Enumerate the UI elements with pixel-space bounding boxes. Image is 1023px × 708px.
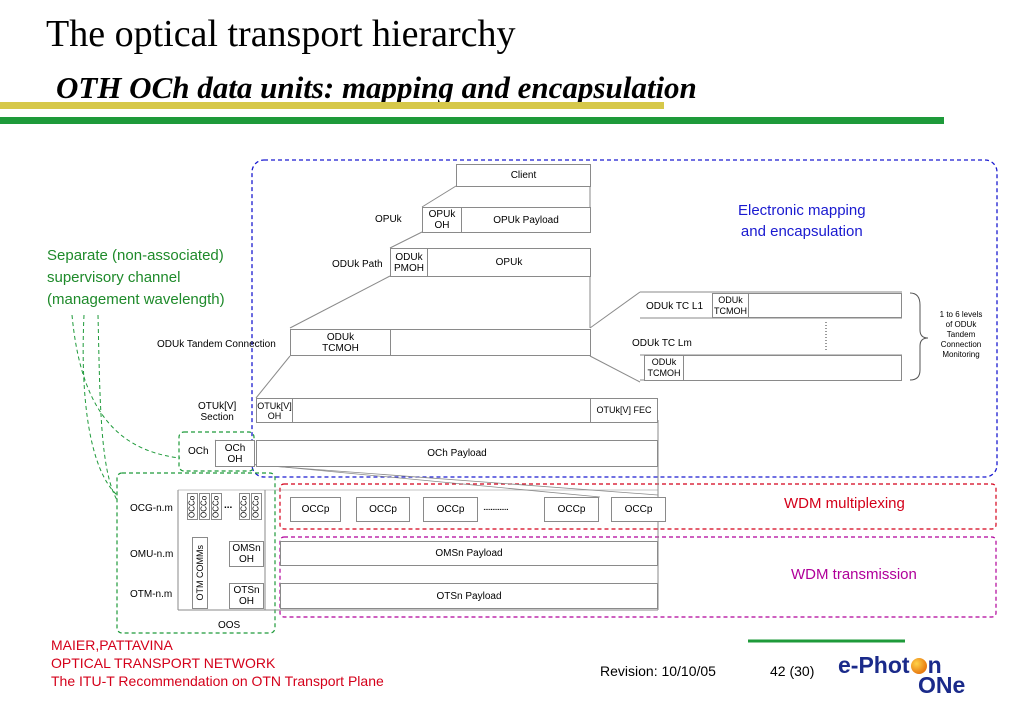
client-box: Client	[456, 164, 591, 187]
page-title: The optical transport hierarchy	[46, 13, 516, 55]
oduk-tcmoh-box: ODUk TCMOH	[290, 329, 391, 356]
opuk-block-box: OPUk	[427, 248, 591, 277]
oduk-tc-label: ODUk Tandem Connection	[157, 339, 276, 350]
oduk-tc-payload-box	[390, 329, 591, 356]
oduk-tc-lm-label: ODUk TC Lm	[632, 338, 692, 349]
logo-text-c: ONe	[918, 672, 966, 698]
otm-comms-box: OTM COMMs	[192, 537, 208, 609]
otm-comms-text: OTM COMMs	[195, 545, 205, 601]
omsn-payload-box: OMSn Payload	[280, 541, 658, 566]
omu-label: OMU-n.m	[130, 549, 174, 560]
och-payload-box: OCh Payload	[256, 440, 658, 467]
revision-text: Revision: 10/10/05	[600, 663, 716, 679]
oos-label: OOS	[218, 620, 241, 631]
occo-box-3: OCCo	[211, 493, 222, 520]
och-oh-box: OCh OH	[215, 440, 255, 467]
logo: e-Phot n	[838, 652, 942, 679]
oduk-tc-l1-box: ODUk TCMOH	[712, 293, 749, 318]
logo-text-a: e-Phot	[838, 652, 910, 678]
ocg-label: OCG-n.m	[130, 503, 173, 514]
supervisory-channel-label: Separate (non-associated) supervisory ch…	[47, 247, 225, 308]
oduk-pmoh-box: ODUk PMOH	[390, 248, 428, 277]
occp-box-3: OCCp	[423, 497, 478, 522]
otsn-payload-box: OTSn Payload	[280, 583, 658, 609]
occo-box-2: OCCo	[199, 493, 210, 520]
logo-text-b: n	[927, 652, 942, 678]
occo-dots: ...	[224, 500, 233, 511]
oduk-tc-l1-label: ODUk TC L1	[646, 301, 704, 312]
opuk-oh-box: OPUk OH	[422, 207, 462, 233]
green-divider	[0, 117, 944, 124]
logo-globe-icon	[910, 658, 927, 674]
electronic-mapping-label: Electronic mapping and encapsulation	[738, 202, 866, 240]
occp-box-4: OCCp	[544, 497, 599, 522]
occp-box-5: OCCp	[611, 497, 666, 522]
opuk-row-label: OPUk	[375, 214, 402, 225]
oduk-path-label: ODUk Path	[332, 259, 383, 270]
wdm-multiplexing-label: WDM multiplexing	[784, 495, 905, 512]
oduk-tc-lm-box: ODUk TCMOH	[644, 355, 684, 381]
oduk-tc-l1-payload	[748, 293, 902, 318]
footer-line2: OPTICAL TRANSPORT NETWORK	[51, 655, 276, 671]
otuk-fec-box: OTUk[V] FEC	[590, 398, 658, 423]
otuk-oh-box: OTUk[V] OH	[256, 398, 293, 423]
occp-dots: ..............	[483, 502, 509, 513]
footer-line3: The ITU-T Recommendation on OTN Transpor…	[51, 673, 384, 689]
och-label: OCh	[188, 446, 209, 457]
tcm-levels-label: 1 to 6 levels of ODUk Tandem Connection …	[939, 310, 983, 359]
oduk-tc-lm-payload	[683, 355, 902, 381]
footer-authors: MAIER,PATTAVINA	[51, 637, 173, 653]
yellow-divider	[0, 102, 664, 109]
occo-box-1: OCCo	[187, 493, 198, 520]
otuk-section-label: OTUk[V] Section	[198, 401, 237, 423]
occo-box-5: OCCo	[251, 493, 262, 520]
page-number: 42 (30)	[770, 663, 815, 679]
occp-box-2: OCCp	[356, 497, 410, 522]
otsn-oh-box: OTSn OH	[229, 583, 264, 609]
occp-box-1: OCCp	[290, 497, 341, 522]
omsn-oh-box: OMSn OH	[229, 541, 264, 567]
wdm-transmission-label: WDM transmission	[791, 566, 917, 583]
otm-label: OTM-n.m	[130, 589, 173, 600]
occo-box-4: OCCo	[239, 493, 250, 520]
page-subtitle: OTH OCh data units: mapping and encapsul…	[56, 70, 697, 105]
otuk-payload-box	[292, 398, 591, 423]
opuk-payload-box: OPUk Payload	[461, 207, 591, 233]
